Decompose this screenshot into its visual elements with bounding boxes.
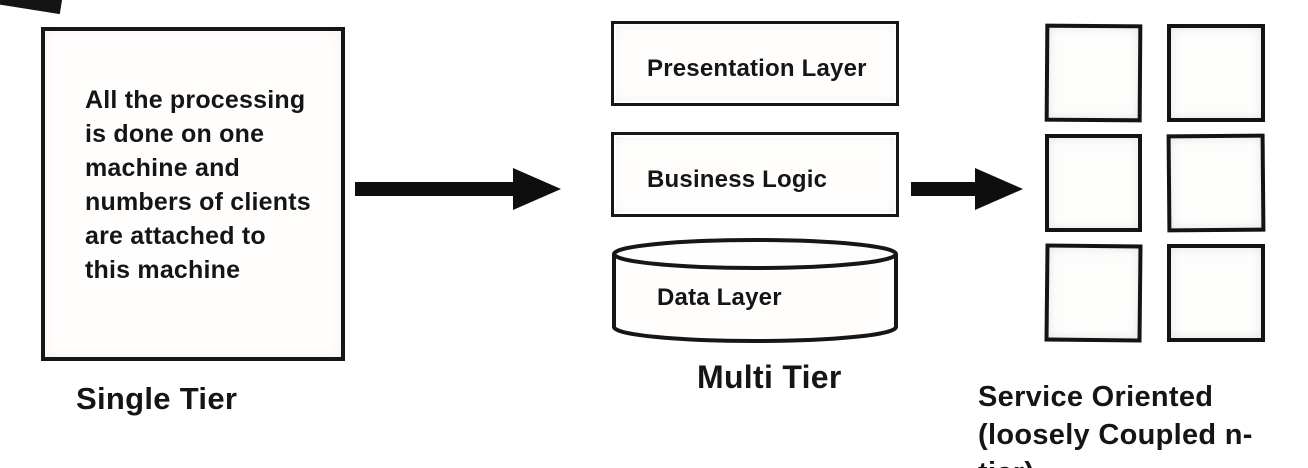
data-layer-cylinder: Data Layer — [612, 238, 898, 343]
service-box — [1167, 244, 1265, 342]
data-layer-label: Data Layer — [657, 284, 782, 311]
service-box — [1044, 23, 1143, 123]
service-oriented-label: Service Oriented (loosely Coupled n-tier… — [978, 378, 1308, 468]
service-oriented-label-line2: (loosely Coupled n-tier) — [978, 419, 1253, 468]
business-logic-box: Business Logic — [611, 132, 899, 217]
service-box — [1166, 133, 1266, 233]
service-box — [1044, 243, 1143, 343]
right-arrow-icon — [911, 168, 1023, 210]
service-box — [1045, 134, 1142, 232]
service-box — [1167, 24, 1265, 122]
business-logic-label: Business Logic — [647, 165, 828, 193]
multi-tier-label: Multi Tier — [697, 359, 842, 395]
scan-artifact — [0, 0, 64, 15]
single-tier-label: Single Tier — [76, 381, 238, 416]
service-oriented-label-line1: Service Oriented — [978, 381, 1214, 413]
service-oriented-grid — [1044, 23, 1266, 343]
right-arrow-icon — [355, 168, 561, 210]
single-tier-box: All the processing is done on one machin… — [41, 27, 345, 361]
presentation-layer-box: Presentation Layer — [611, 21, 899, 106]
presentation-layer-label: Presentation Layer — [647, 54, 867, 82]
single-tier-description: All the processing is done on one machin… — [85, 86, 311, 284]
